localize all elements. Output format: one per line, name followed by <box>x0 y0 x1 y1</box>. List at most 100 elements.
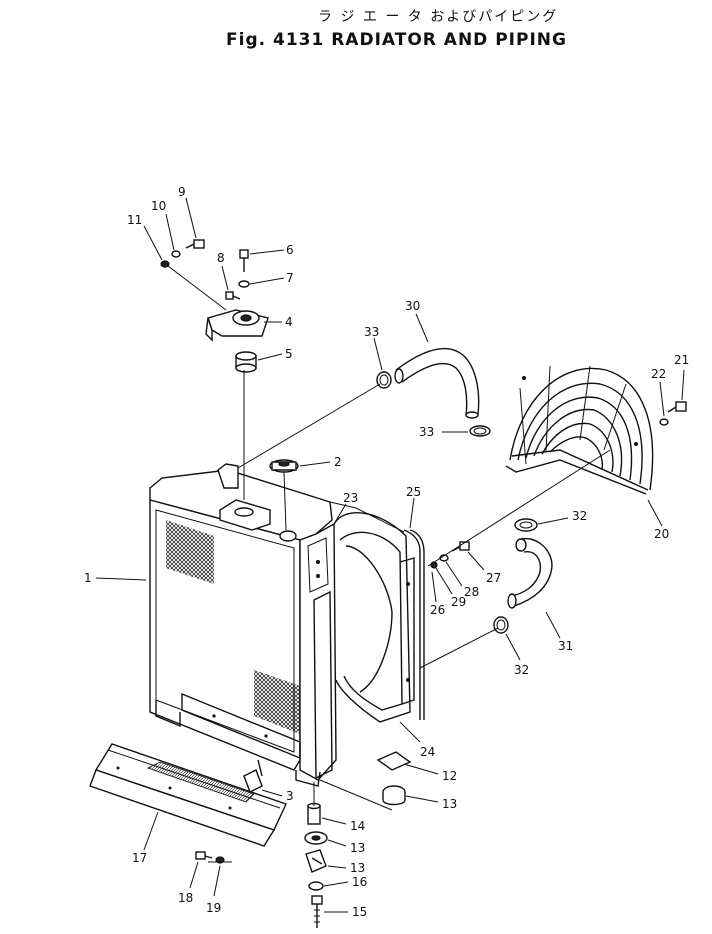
drain-valve-3 <box>243 759 263 793</box>
callout-6: 6 <box>249 243 294 257</box>
svg-text:4: 4 <box>285 315 293 329</box>
callout-13b: 13 <box>327 839 365 855</box>
hose-clamp-33b <box>469 425 491 437</box>
callout-28: 28 <box>445 561 479 599</box>
svg-text:1: 1 <box>84 571 92 585</box>
svg-text:5: 5 <box>285 347 293 361</box>
fan-shroud <box>329 501 415 723</box>
hose-clamp-33a <box>376 371 392 389</box>
callout-32a: 32 <box>537 509 587 525</box>
callout-32b: 32 <box>505 633 529 677</box>
svg-text:13: 13 <box>350 861 365 875</box>
callout-10: 10 <box>151 199 175 251</box>
svg-text:25: 25 <box>406 485 421 499</box>
hose-clamp-32a <box>514 518 538 532</box>
callout-8: 8 <box>217 251 229 291</box>
svg-text:14: 14 <box>350 819 365 833</box>
svg-text:31: 31 <box>558 639 573 653</box>
cushion-13c <box>305 849 327 873</box>
bolt-9 <box>185 239 205 249</box>
washer-22 <box>659 418 669 426</box>
svg-text:7: 7 <box>286 271 294 285</box>
svg-text:26: 26 <box>430 603 445 617</box>
figure-title: Fig. 4131 RADIATOR AND PIPING <box>226 30 567 50</box>
callout-31: 31 <box>545 611 573 653</box>
callout-13c: 13 <box>327 861 365 875</box>
overflow-pipe <box>403 529 421 720</box>
svg-text:22: 22 <box>651 367 666 381</box>
svg-text:18: 18 <box>178 891 193 905</box>
svg-text:32: 32 <box>572 509 587 523</box>
radiator-cap <box>269 459 299 473</box>
callout-27: 27 <box>467 551 501 585</box>
callout-24: 24 <box>399 721 435 759</box>
assembly-lines <box>167 265 611 863</box>
callout-22: 22 <box>651 367 666 417</box>
svg-text:23: 23 <box>343 491 358 505</box>
lower-hose <box>507 537 553 609</box>
svg-text:8: 8 <box>217 251 225 265</box>
svg-text:6: 6 <box>286 243 294 257</box>
svg-text:15: 15 <box>352 905 367 919</box>
callout-13a: 13 <box>405 795 457 811</box>
callout-3: 3 <box>261 789 294 803</box>
callout-18: 18 <box>178 861 199 905</box>
svg-text:10: 10 <box>151 199 166 213</box>
cushion-13b <box>304 831 328 845</box>
callout-11: 11 <box>127 213 163 261</box>
callout-9: 9 <box>178 185 197 239</box>
hose-clamp-32b <box>493 616 509 634</box>
radiator-body <box>149 463 337 787</box>
svg-text:29: 29 <box>451 595 466 609</box>
svg-text:28: 28 <box>464 585 479 599</box>
callout-17: 17 <box>132 811 159 865</box>
callout-2: 2 <box>299 455 342 469</box>
cushion-13a <box>382 785 406 806</box>
svg-text:19: 19 <box>206 901 221 915</box>
washer-29 <box>430 561 438 569</box>
bolt-21 <box>667 401 687 413</box>
callout-33a: 33 <box>364 325 383 371</box>
svg-text:2: 2 <box>334 455 342 469</box>
svg-text:30: 30 <box>405 299 420 313</box>
washer-10 <box>171 250 181 258</box>
callout-33b: 33 <box>419 425 468 439</box>
callout-12: 12 <box>403 763 457 783</box>
svg-text:16: 16 <box>352 875 367 889</box>
callout-4: 4 <box>264 315 293 329</box>
plate-12 <box>376 751 412 771</box>
radiator-under-cover <box>89 743 287 847</box>
svg-text:33: 33 <box>419 425 434 439</box>
callout-1: 1 <box>84 571 147 585</box>
callout-16: 16 <box>323 875 367 889</box>
support-bracket <box>205 309 269 342</box>
callout-23: 23 <box>333 491 358 525</box>
svg-text:12: 12 <box>442 769 457 783</box>
callout-26: 26 <box>430 571 445 617</box>
callout-7: 7 <box>249 271 294 285</box>
svg-text:20: 20 <box>654 527 669 541</box>
bolt-15 <box>311 895 323 928</box>
bolt-6 <box>239 249 249 272</box>
svg-text:17: 17 <box>132 851 147 865</box>
rubber-cushion <box>235 351 257 373</box>
svg-text:21: 21 <box>674 353 689 367</box>
spacer-14 <box>307 802 321 825</box>
washer-16 <box>308 881 324 891</box>
callout-29: 29 <box>435 567 466 609</box>
svg-text:11: 11 <box>127 213 142 227</box>
bolt-18 <box>195 851 213 860</box>
callout-19: 19 <box>206 865 221 915</box>
nut-11 <box>160 260 170 268</box>
washer-7 <box>238 280 250 288</box>
svg-text:32: 32 <box>514 663 529 677</box>
bolt-8 <box>225 291 241 300</box>
svg-text:9: 9 <box>178 185 186 199</box>
fan-guard <box>505 365 654 495</box>
callout-25: 25 <box>406 485 421 529</box>
callout-5: 5 <box>257 347 293 361</box>
callout-21: 21 <box>674 353 689 401</box>
callout-30: 30 <box>405 299 429 343</box>
svg-text:3: 3 <box>286 789 294 803</box>
